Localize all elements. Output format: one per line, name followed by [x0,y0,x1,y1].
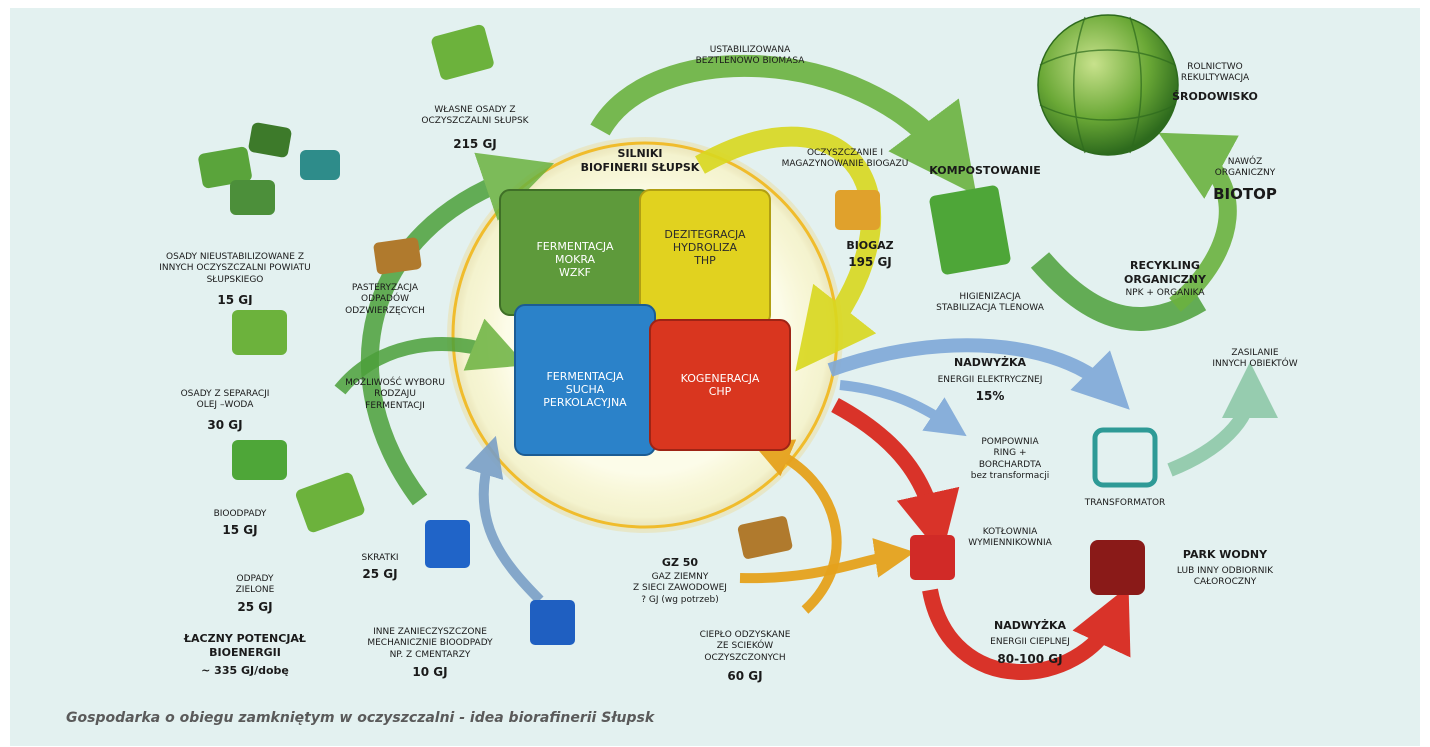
engine-title: SILNIKI BIOFINERII SŁUPSK [530,147,750,175]
water-park-title: PARK WODNY [1182,548,1268,561]
input-puzzle-icons [198,24,1158,645]
biogas-cleaning-label: OCZYSZCZANIE I MAGAZYNOWANIE BIOGAZU [781,148,909,170]
green-waste-label: ODPADY ZIELONE [235,574,275,596]
piece-label-chp: KOGENERACJA CHP [680,372,760,399]
own-sludge-label: WŁASNE OSADY Z OCZYSZCZALNI SŁUPSK [421,105,529,127]
heat-surplus-sub: ENERGII CIEPLNEJ [990,637,1070,647]
arrow-to-transformer [827,338,1130,410]
fertilizer-text: NAWÓZ ORGANICZNY [1214,157,1276,179]
biogas-label: BIOGAZ [846,239,894,252]
heat-recovery-text: CIEPŁO ODZYSKANE ZE SCIEKÓW OCZYSZCZONYC… [699,630,791,663]
diagram-caption: Gospodarka o obiegu zamkniętym w oczyszc… [66,710,655,726]
total-potential-label: ŁACZNY POTENCJAŁ BIOENERGII [183,632,306,659]
arrow-recovered-heat [751,439,842,614]
environment-title: ŚRODOWISKO [1172,90,1258,103]
fertilizer-title: BIOTOP [1213,185,1277,203]
arrow-chp-to-boiler [831,397,960,557]
total-potential-value: ~ 335 GJ/dobę [201,664,289,677]
oil-water-value: 30 GJ [207,418,243,432]
arrow-to-pumping [839,380,967,437]
compost-title: KOMPOSTOWANIE [929,164,1041,177]
arrow-to-environment [1158,132,1239,312]
biogas-value: 195 GJ [848,255,892,269]
piece-label-thp: DEZITEGRACJA HYDROLIZA THP [664,228,746,268]
own-sludge-value: 215 GJ [453,137,497,151]
arrow-mechanical-input [465,435,544,604]
transformer-text: TRANSFORMATOR [1084,498,1166,508]
globe-grid [1039,16,1176,154]
environment-text: ROLNICTWO REKULTYWACJA [1180,62,1250,84]
recycling-title: RECYKLING ORGANICZNY [1124,259,1206,286]
other-sludge-label: OSADY NIEUSTABILIZOWANE Z INNYCH OCZYSZC… [159,252,311,285]
oil-water-label: OSADY Z SEPARACJI OLEJ –WODA [180,389,270,411]
arrow-biomass-to-compost [590,54,977,196]
arrow-to-other-facilities [1167,362,1278,477]
arrow-gas-to-boiler [739,538,915,584]
heat-surplus-value: 80-100 GJ [997,652,1063,666]
power-surplus-sub: ENERGII ELEKTRYCZNEJ [937,375,1043,385]
recycling-sub: NPK + ORGANIKA [1125,288,1205,298]
green-waste-value: 25 GJ [237,600,273,614]
piece-label-wet-fermentation: FERMENTACJA MOKRA WZKF [536,240,614,280]
arrow-oil-water-input [334,318,527,395]
biowaste-label: BIOODPADY [213,509,267,519]
globe-illustration [1037,14,1179,156]
puzzle-piece-chp [649,319,791,451]
biowaste-value: 15 GJ [222,523,258,537]
heat-surplus-title: NADWYŻKA [994,619,1066,632]
arrow-biogas-to-chp [695,126,882,372]
pumping-station-text: POMPOWNIA RING + BORCHARDTA bez transfor… [970,437,1050,481]
arrow-sludge-input [360,152,555,506]
fermentation-choice-label: MOŻLIWOŚĆ WYBORU RODZAJU FERMENTACJI [345,378,445,411]
water-park-sub: LUB INNY ODBIORNIK CAŁOROCZNY [1176,566,1274,588]
mechanical-waste-value: 10 GJ [412,665,448,679]
other-sludge-value: 15 GJ [217,293,253,305]
stabilized-biomass-label: USTABILIZOWANA BEZTLENOWO BIOMASA [695,45,805,67]
piece-label-dry-fermentation: FERMENTACJA SUCHA PERKOLACYJNA [543,370,627,410]
engine-title-line-1: SILNIKI [617,147,663,160]
compost-sub: HIGIENIZACJA STABILIZACJA TLENOWA [936,292,1044,314]
arrow-heat-to-park [922,586,1131,680]
supply-other-text: ZASILANIE INNYCH OBIEKTÓW [1212,348,1298,370]
pasteurization-label: PASTERYZACJA ODPADÓW ODZWIERZĘCYCH [345,283,425,316]
gas-sub: GAZ ZIEMNY Z SIECI ZAWODOWEJ ? GJ (wg po… [633,572,727,605]
screenings-label: SKRATKI [361,553,399,563]
mechanical-waste-label: INNE ZANIECZYSZCZONE MECHANICZNIE BIOODP… [367,627,493,660]
screenings-value: 25 GJ [362,567,398,581]
heat-recovery-value: 60 GJ [727,669,763,683]
power-surplus-value: 15% [975,389,1005,403]
power-surplus-title: NADWYŻKA [954,356,1026,369]
engine-title-line-2: BIOFINERII SŁUPSK [580,160,700,174]
boiler-room-text: KOTŁOWNIA WYMIENNIKOWNIA [968,527,1052,549]
gas-title: GZ 50 [661,556,699,569]
